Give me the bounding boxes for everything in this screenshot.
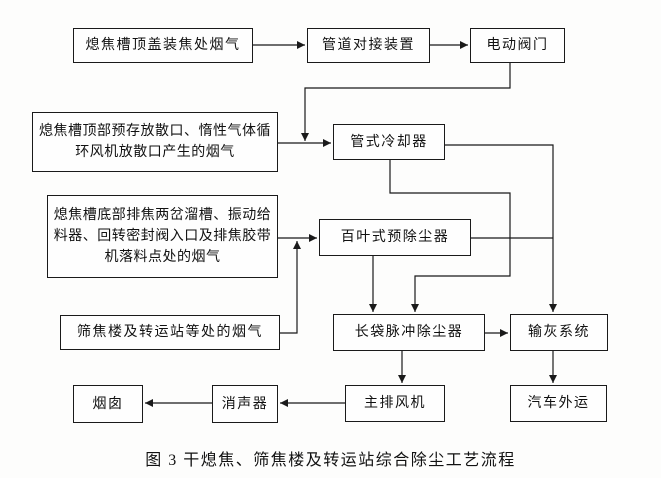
node-ash-conveying-system: 输灰系统 xyxy=(510,314,608,351)
node-tube-cooler: 管式冷却器 xyxy=(333,124,445,160)
node-silencer: 消声器 xyxy=(212,385,278,423)
node-chimney: 烟囱 xyxy=(73,385,143,423)
node-bottom-discharge-gas: 熄焦槽底部排焦两岔溜槽、振动给 料器、回转密封阀入口及排焦胶带 机落料点处的烟气 xyxy=(47,195,278,278)
node-pipe-docking-device: 管道对接装置 xyxy=(307,28,430,63)
node-louver-pre-collector: 百叶式预除尘器 xyxy=(319,219,471,256)
node-electric-valve: 电动阀门 xyxy=(470,28,565,63)
node-screening-station-gas: 筛焦楼及转运站等处的烟气 xyxy=(60,315,280,350)
node-main-exhaust-fan: 主排风机 xyxy=(345,385,445,422)
node-truck-transport: 汽车外运 xyxy=(510,385,607,422)
node-top-vent-gas: 熄焦槽顶部预存放散口、惰性气体循 环风机放散口产生的烟气 xyxy=(32,112,278,172)
figure-caption: 图 3 干熄焦、筛焦楼及转运站综合除尘工艺流程 xyxy=(145,452,516,469)
node-long-bag-pulse-collector: 长袋脉冲除尘器 xyxy=(333,314,485,351)
node-quench-tower-top-gas: 熄焦槽顶盖装焦处烟气 xyxy=(73,28,253,63)
